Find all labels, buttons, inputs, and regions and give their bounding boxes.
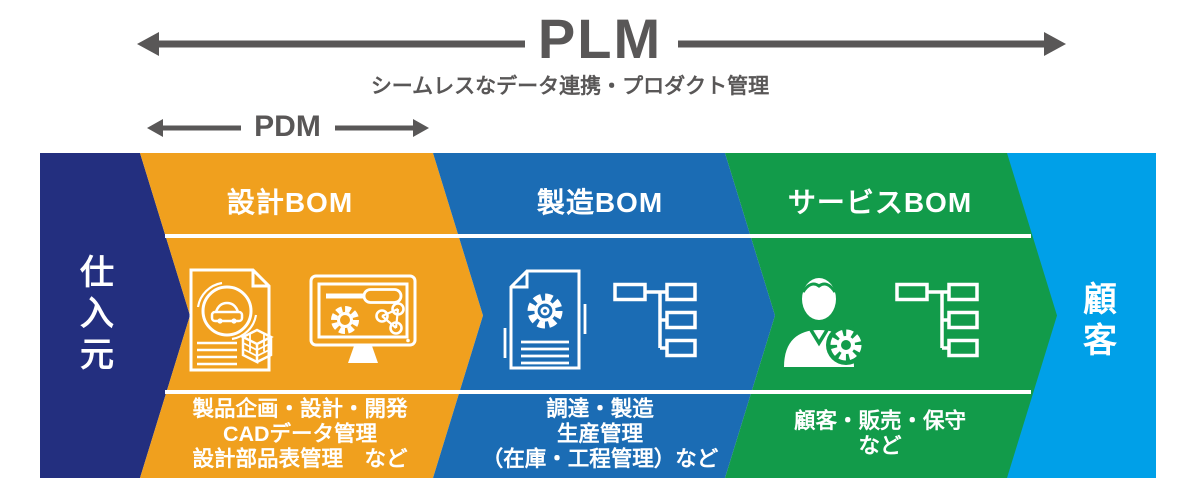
description-line: 生産管理 — [556, 421, 643, 446]
description-line: CADデータ管理 — [222, 421, 378, 446]
service-bom-chevron — [725, 153, 1057, 478]
service-bom-title: サービスBOM — [787, 187, 973, 218]
supplier-label: 仕入元 — [80, 254, 114, 374]
design-bom-description: 製品企画・設計・開発 CADデータ管理 設計部品表管理 など — [135, 393, 465, 475]
description-line: など — [858, 434, 902, 458]
bom-tree-icon — [613, 282, 697, 358]
description-line: 調達・製造 — [546, 396, 654, 421]
plm-arrow-left-icon — [137, 32, 525, 56]
separator-line-bottom — [165, 390, 1031, 394]
bom-tree-icon — [895, 282, 979, 358]
manufacturing-bom-chevron — [433, 153, 775, 478]
description-line: 顧客・販売・保守 — [793, 409, 966, 433]
plm-arrow-right-icon — [678, 32, 1066, 56]
manufacturing-document-gear-icon — [503, 269, 587, 370]
plm-subtitle: シームレスなデータ連携・プロダクト管理 — [370, 75, 770, 98]
manufacturing-bom-description: 調達・製造 生産管理 （在庫・工程管理）など — [430, 393, 770, 475]
design-document-search-icon — [189, 268, 274, 372]
design-bom-title: 設計BOM — [226, 187, 354, 218]
pdm-arrow-right-icon — [335, 119, 429, 137]
plm-label: PLM — [537, 7, 663, 70]
service-person-gear-icon — [784, 278, 866, 367]
description-line: 製品企画・設計・開発 — [192, 396, 408, 421]
service-bom-icons — [740, 261, 1020, 379]
manufacturing-bom-title: 製造BOM — [536, 187, 664, 218]
description-line: 設計部品表管理 など — [192, 446, 408, 471]
service-bom-description: 顧客・販売・保守 など — [740, 393, 1020, 475]
separator-line-top — [165, 234, 1031, 238]
design-bom-icons — [135, 261, 465, 379]
process-band: 仕入元 顧客 設計BOM 製造BOM サービスBOM — [40, 153, 1156, 478]
pdm-label: PDM — [254, 110, 321, 143]
customer-label: 顧客 — [1083, 281, 1117, 360]
description-line: （在庫・工程管理）など — [481, 446, 719, 471]
pdm-arrow-left-icon — [147, 119, 241, 137]
cad-monitor-icon — [309, 274, 417, 363]
manufacturing-bom-icons — [440, 261, 760, 379]
